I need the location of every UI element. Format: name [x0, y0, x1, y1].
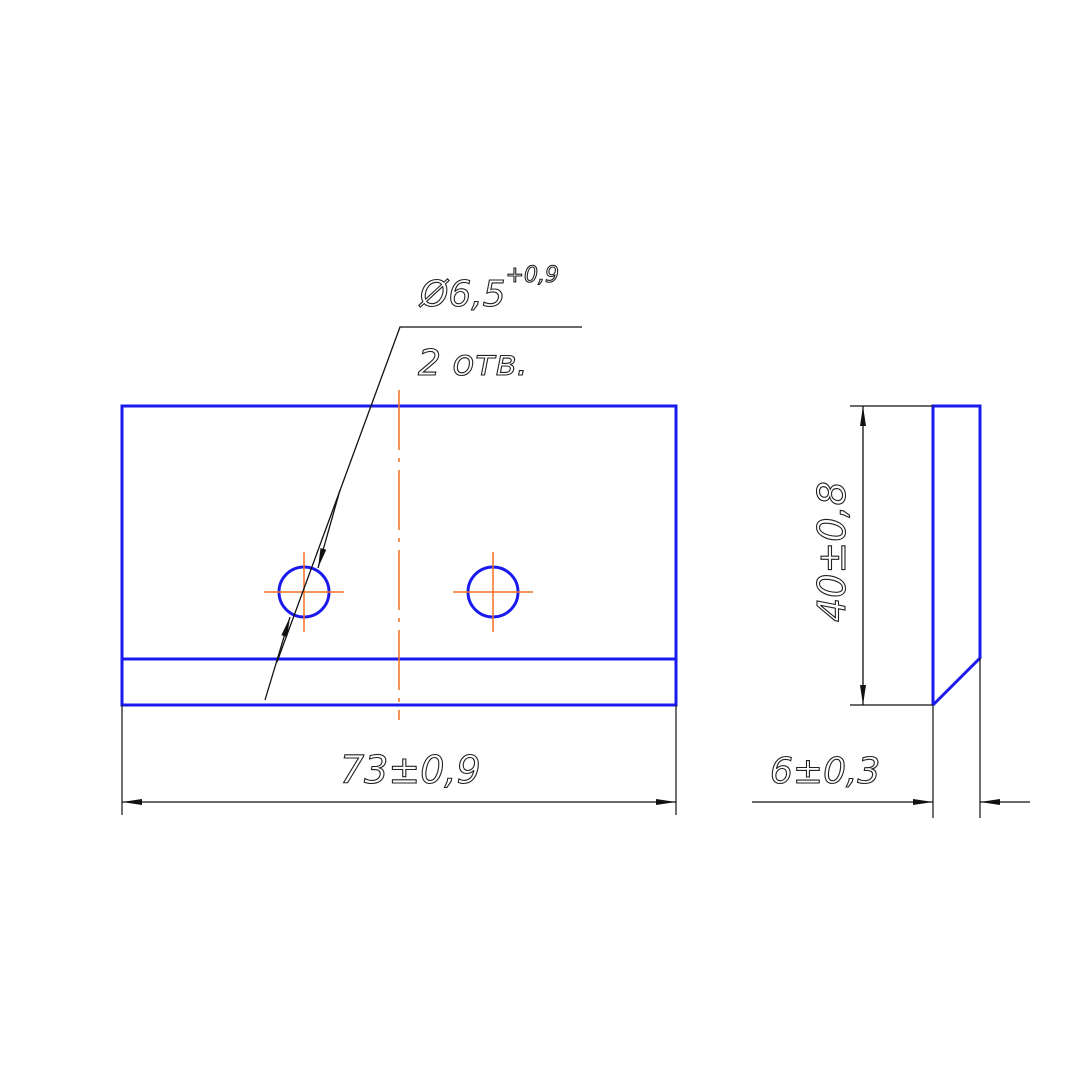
thickness-dimension-label: 6±0,3: [770, 751, 880, 792]
hole-left: [264, 552, 344, 632]
length-dimension-label: 73±0,9: [340, 748, 481, 792]
height-dimension-label: 40±0,8: [810, 481, 854, 622]
front-view: Ø6,5+0,9 2 отв. 73±0,9: [120, 262, 678, 815]
hole-count-label: 2 отв.: [418, 343, 528, 384]
side-outline: [931, 404, 982, 707]
hole-right: [453, 552, 533, 632]
hole-diameter-label: Ø6,5+0,9: [418, 263, 559, 315]
side-view: 40±0,8 6±0,3: [752, 404, 1030, 818]
